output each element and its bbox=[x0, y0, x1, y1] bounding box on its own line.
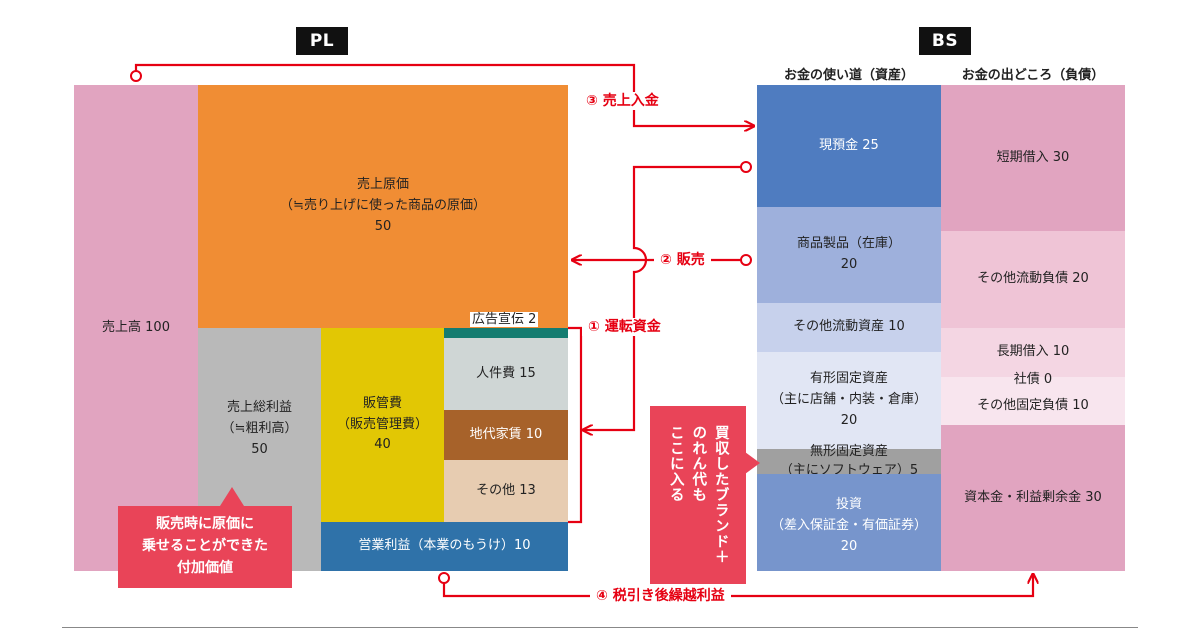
bs-callout-line-2: のれん代も bbox=[690, 425, 707, 503]
bs-other-current-assets-block: その他流動資産 10 bbox=[757, 303, 941, 352]
bs-tangible-line-2: （主に店舗・内装・倉庫） bbox=[770, 392, 927, 408]
flow-sales-label: ② 販売 bbox=[654, 251, 711, 269]
assets-header: お金の使い道（資産） bbox=[783, 68, 914, 83]
bs-investment-line-1: 投資 bbox=[835, 497, 862, 513]
pl-personnel-label: 人件費 15 bbox=[476, 365, 536, 381]
flow-working-capital-start-dot bbox=[740, 161, 752, 173]
bs-tangible-line-1: 有形固定資産 bbox=[809, 371, 888, 387]
pl-callout-pointer bbox=[220, 487, 244, 506]
pl-sga-line-2: （販売管理費） bbox=[336, 416, 428, 432]
bs-long-term-debt-block: 長期借入 10 bbox=[941, 328, 1125, 377]
bs-inventory-line-2: 20 bbox=[840, 257, 858, 272]
bs-inventory-line-1: 商品製品（在庫） bbox=[796, 236, 901, 252]
bs-equity-label: 資本金・利益剰余金 30 bbox=[964, 489, 1102, 505]
bs-callout-line-3: ここに入る bbox=[667, 425, 684, 503]
bs-long-term-debt-label: 長期借入 10 bbox=[996, 344, 1070, 360]
pl-badge: PL bbox=[296, 27, 348, 55]
bs-other-current-liab-block: その他流動負債 20 bbox=[941, 231, 1125, 328]
flow-retained-label: ④ 税引き後繰越利益 bbox=[590, 587, 731, 605]
bs-intangible-bar bbox=[757, 449, 941, 474]
flow-sga-bracket bbox=[568, 326, 583, 524]
pl-callout-line-3: 付加価値 bbox=[177, 559, 233, 576]
pl-cogs-line-2: （≒売り上げに使った商品の原価） bbox=[280, 198, 486, 214]
pl-rent-block: 地代家賃 10 bbox=[444, 410, 568, 460]
flow-working-capital-label: ① 運転資金 bbox=[582, 318, 667, 336]
bs-callout: 買収したブランド＋ のれん代も ここに入る bbox=[650, 406, 746, 584]
bs-tangible-line-3: 20 bbox=[840, 412, 858, 428]
pl-gross-profit-line-3: 50 bbox=[251, 441, 268, 457]
bs-callout-pointer bbox=[745, 452, 760, 474]
pl-sga-line-3: 40 bbox=[374, 437, 391, 453]
pl-gross-profit-line-2: （≒粗利高） bbox=[221, 420, 298, 436]
flow-retained-start-dot bbox=[438, 572, 450, 584]
pl-sga-block: 販管費 （販売管理費） 40 bbox=[321, 328, 444, 522]
flow-sales-start-dot bbox=[740, 254, 752, 266]
flow-deposit-path bbox=[134, 63, 754, 126]
bs-cash-block: 現預金 25 bbox=[757, 85, 941, 207]
flow-deposit-label: ③ 売上入金 bbox=[580, 92, 665, 110]
pl-sales-label: 売上高 100 bbox=[102, 319, 170, 335]
footer-rule bbox=[62, 627, 1138, 628]
pl-personnel-block: 人件費 15 bbox=[444, 338, 568, 410]
bs-short-term-debt-label: 短期借入 30 bbox=[996, 149, 1070, 165]
bs-intangible-line-1: 無形固定資産 bbox=[809, 444, 888, 460]
pl-sga-line-1: 販管費 bbox=[362, 395, 402, 411]
bs-bonds-label: 社債 0 bbox=[1013, 372, 1053, 387]
liabilities-header: お金の出どころ（負債） bbox=[961, 68, 1105, 83]
bs-short-term-debt-block: 短期借入 30 bbox=[941, 85, 1125, 231]
pl-gross-profit-line-1: 売上総利益 bbox=[226, 400, 292, 415]
bs-other-current-assets-label: その他流動資産 10 bbox=[793, 319, 905, 335]
bs-other-fixed-liab-block: その他固定負債 10 bbox=[941, 377, 1125, 425]
pl-ad-bar bbox=[444, 328, 568, 338]
bs-equity-block: 資本金・利益剰余金 30 bbox=[941, 425, 1125, 571]
flow-retained-path bbox=[442, 574, 1033, 598]
pl-cogs-block: 売上原価 （≒売り上げに使った商品の原価） 50 bbox=[198, 85, 568, 328]
pl-operating-profit-label: 営業利益（本業のもうけ）10 bbox=[358, 538, 531, 554]
bs-cash-label: 現預金 25 bbox=[819, 137, 879, 153]
pl-ad-label: 広告宣伝 2 bbox=[470, 312, 539, 327]
pl-callout: 販売時に原価に 乗せることができた 付加価値 bbox=[118, 506, 292, 588]
flow-working-capital-path bbox=[583, 165, 741, 430]
bs-badge: BS bbox=[919, 27, 971, 55]
pl-callout-line-2: 乗せることができた bbox=[142, 538, 268, 555]
bs-callout-line-1: 買収したブランド＋ bbox=[712, 425, 729, 565]
pl-rent-label: 地代家賃 10 bbox=[469, 426, 543, 442]
pl-cogs-line-1: 売上原価 bbox=[356, 177, 409, 193]
bs-investment-block: 投資 （差入保証金・有価証券） 20 bbox=[757, 474, 941, 571]
bs-investment-line-3: 20 bbox=[840, 538, 858, 554]
bs-inventory-block: 商品製品（在庫） 20 bbox=[757, 207, 941, 303]
bs-other-current-liab-label: その他流動負債 20 bbox=[977, 271, 1089, 287]
pl-callout-line-1: 販売時に原価に bbox=[156, 516, 254, 533]
pl-other-label: その他 13 bbox=[476, 482, 536, 498]
pl-cogs-line-3: 50 bbox=[374, 218, 392, 234]
pl-sales-block: 売上高 100 bbox=[74, 85, 198, 571]
pl-other-block: その他 13 bbox=[444, 460, 568, 522]
bs-investment-line-2: （差入保証金・有価証券） bbox=[770, 518, 927, 534]
flow-deposit-start-dot bbox=[130, 70, 142, 82]
pl-operating-profit-block: 営業利益（本業のもうけ）10 bbox=[321, 522, 568, 571]
bs-other-fixed-liab-label: その他固定負債 10 bbox=[977, 397, 1089, 413]
bs-tangible-block: 有形固定資産 （主に店舗・内装・倉庫） 20 bbox=[757, 352, 941, 449]
